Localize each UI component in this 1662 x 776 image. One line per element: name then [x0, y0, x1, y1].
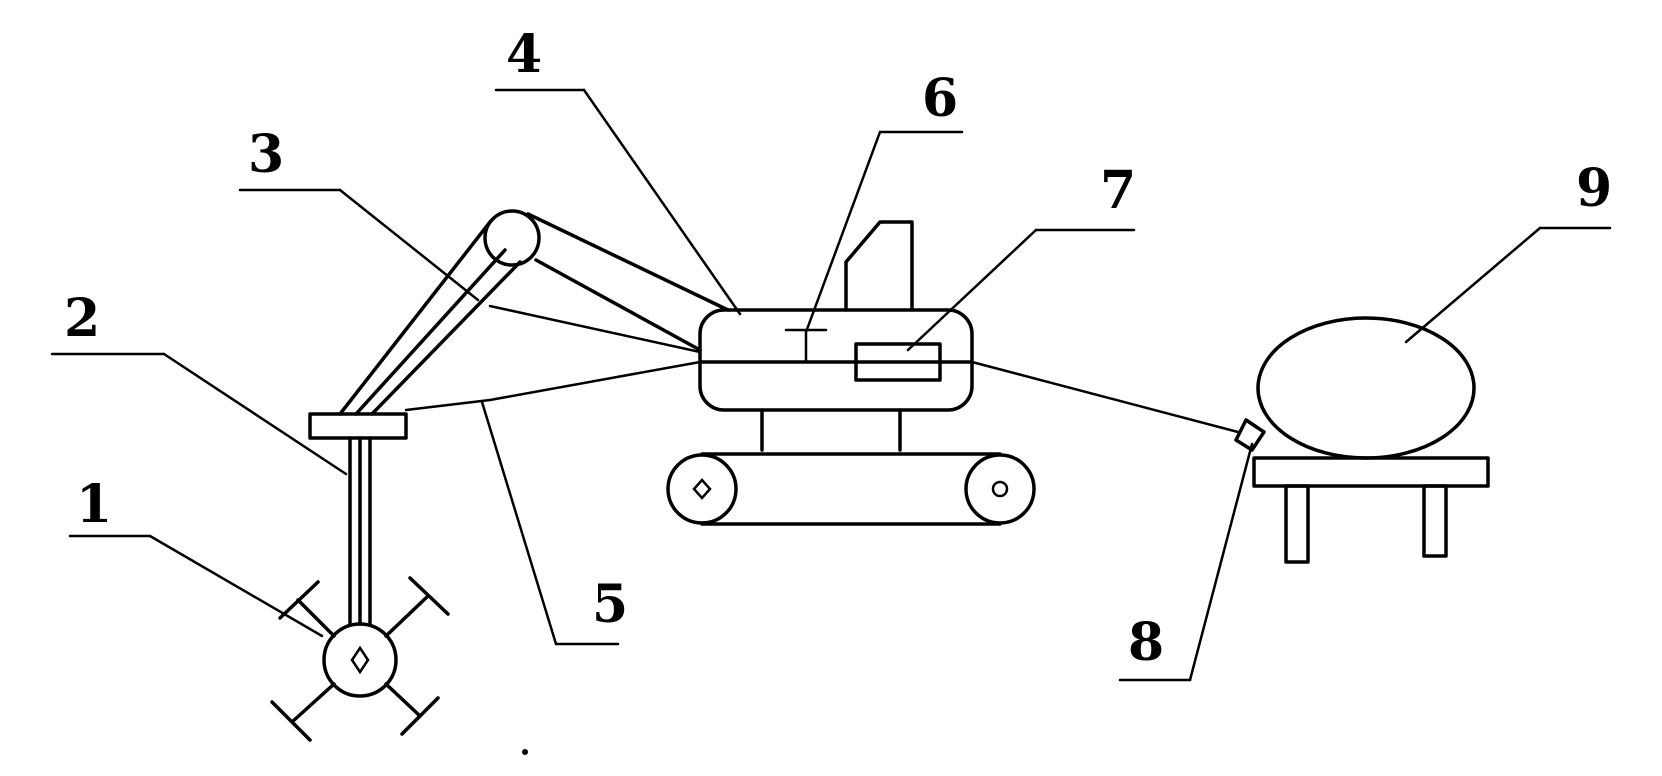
- label-3: 3: [248, 124, 284, 185]
- stray-dot: [522, 749, 528, 755]
- label-9: 9: [1576, 158, 1612, 219]
- mounting-plate: [308, 412, 408, 440]
- boom-arm: [338, 209, 730, 416]
- leader-lines: [50, 88, 1612, 682]
- part-labels: 1 2 3 4 5 6 7 8 9: [64, 24, 1612, 673]
- label-1: 1: [76, 474, 112, 535]
- tank-on-stand: [1252, 316, 1490, 564]
- cutter-wheel: [270, 576, 450, 742]
- track-assembly: [666, 408, 1036, 526]
- label-6: 6: [922, 68, 958, 129]
- label-2: 2: [64, 288, 100, 349]
- vertical-shaft: [348, 436, 372, 626]
- tank-cable: [970, 360, 1240, 434]
- sensor: [1234, 418, 1266, 452]
- label-4: 4: [506, 24, 542, 85]
- cable: [404, 360, 702, 412]
- label-7: 7: [1100, 160, 1136, 221]
- label-5: 5: [592, 574, 628, 635]
- cable-upper: [488, 304, 702, 354]
- label-8: 8: [1128, 612, 1164, 673]
